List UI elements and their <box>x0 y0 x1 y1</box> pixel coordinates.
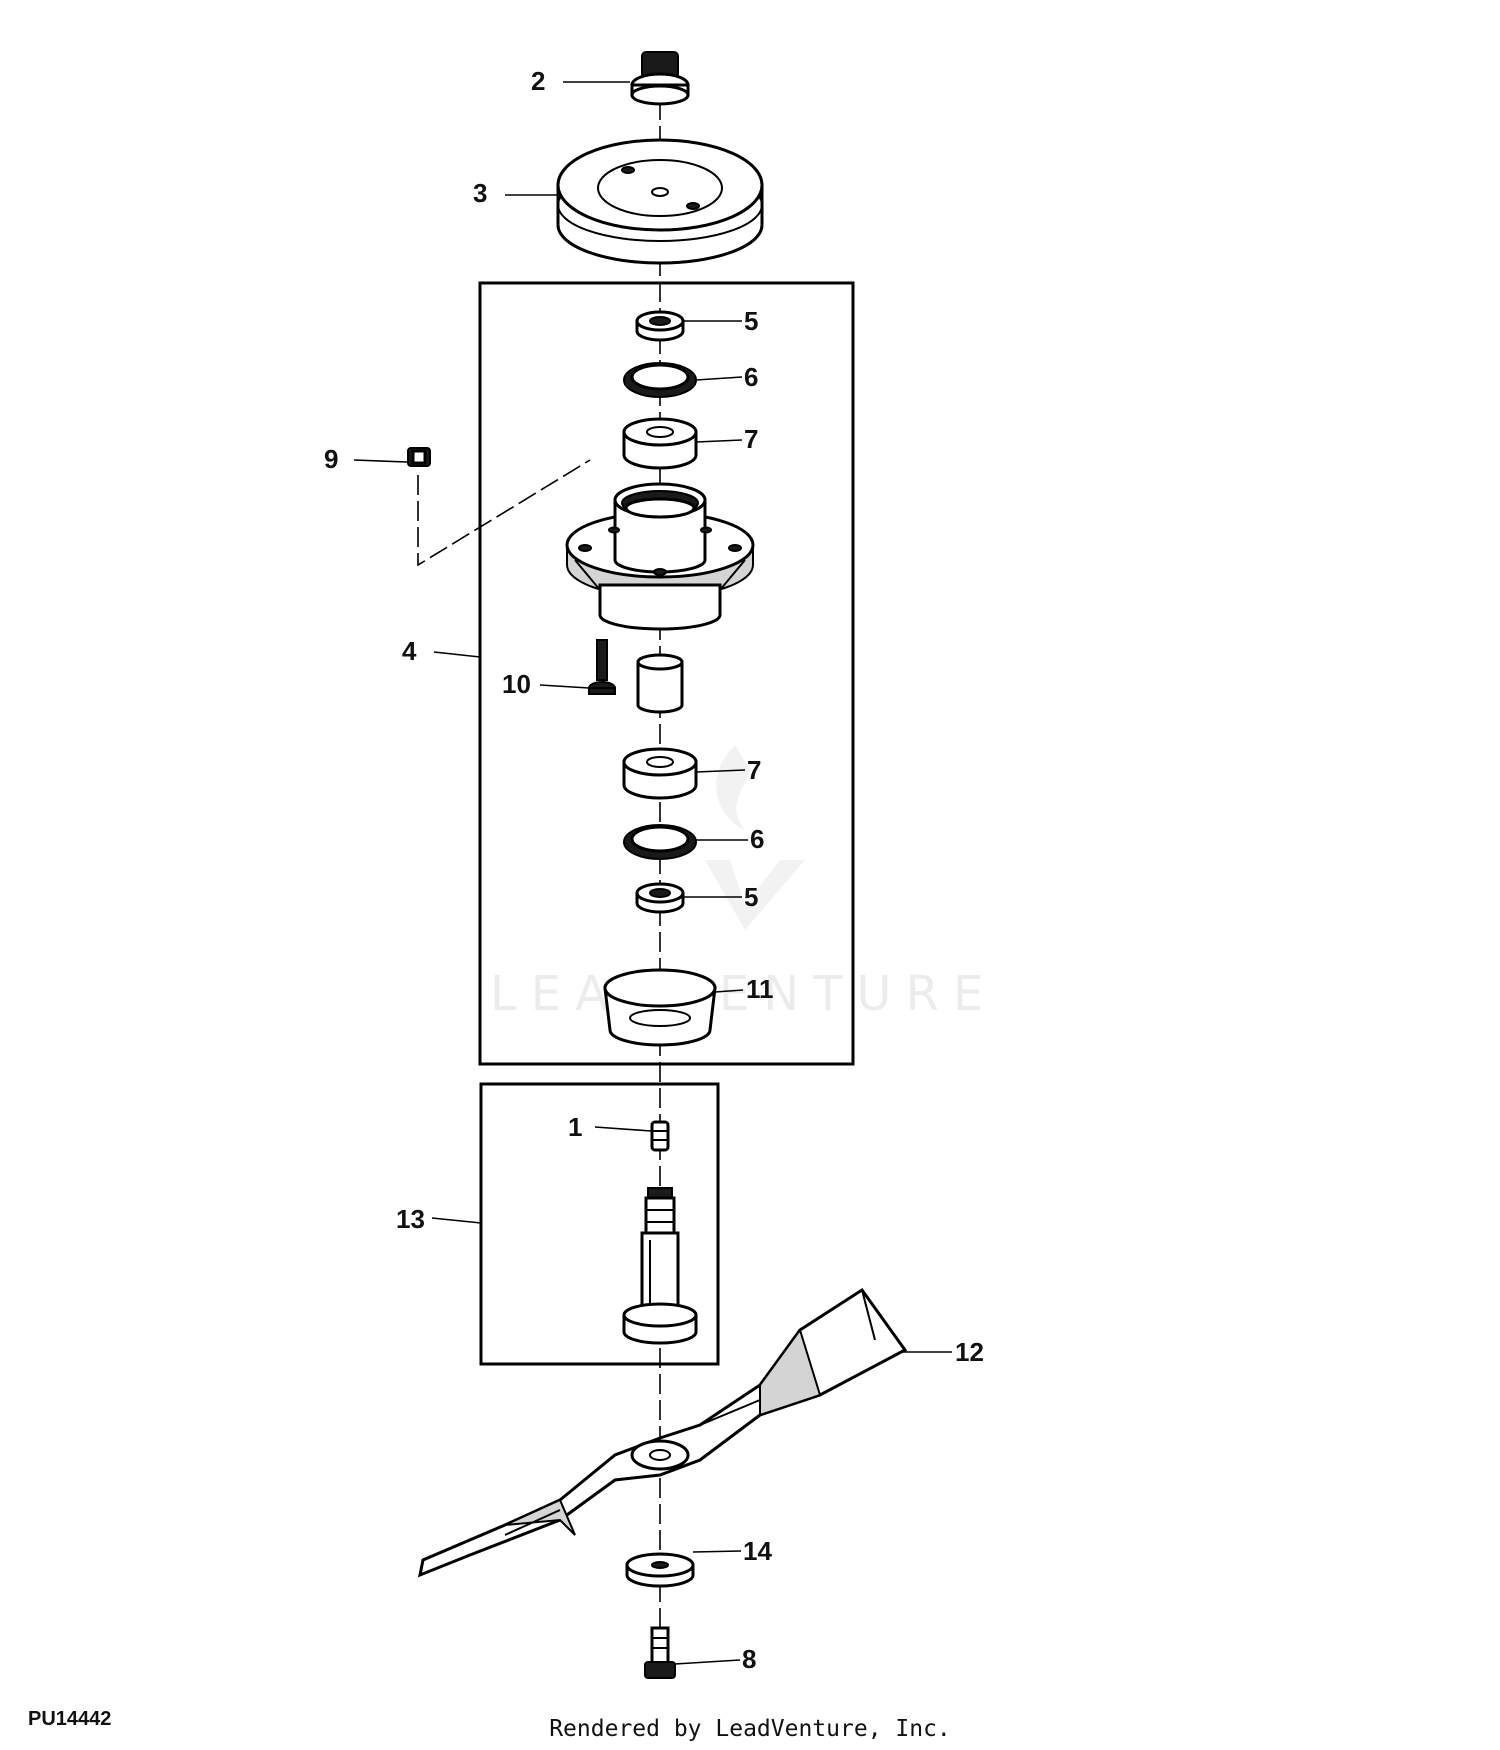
figure-id-label: PU14442 <box>28 1708 112 1730</box>
assembly-axis <box>417 100 661 1665</box>
seal-upper-part <box>623 362 697 398</box>
callout-9: 9 <box>324 444 338 474</box>
callout-1: 1 <box>568 1112 582 1142</box>
callout-6-lower: 6 <box>750 824 764 854</box>
spindle-shaft-part <box>622 1187 698 1345</box>
spindle-housing-part <box>565 482 755 631</box>
washer-part <box>625 1552 695 1588</box>
callout-13: 13 <box>396 1204 425 1234</box>
callout-7-upper: 7 <box>744 424 758 454</box>
small-nut-part <box>407 447 431 467</box>
callout-11: 11 <box>746 974 774 1004</box>
callout-4: 4 <box>402 636 417 666</box>
spacer-upper-part <box>622 417 698 470</box>
seal-lower-part <box>623 824 697 860</box>
sleeve-part <box>636 653 684 714</box>
cup-part <box>603 968 717 1047</box>
bearing-lower-part <box>635 882 685 914</box>
mower-blade-part <box>417 1287 908 1578</box>
spindle-assembly-box <box>478 281 855 1066</box>
callouts: 2 3 5 6 7 9 4 10 7 6 5 11 1 13 12 14 8 <box>324 66 984 1674</box>
shaft-kit-box <box>479 1082 720 1366</box>
blade-bolt-part <box>644 1626 676 1679</box>
nut-part <box>630 51 690 106</box>
callout-2: 2 <box>531 66 545 96</box>
watermark-text: LEADVENTURE <box>490 966 997 1022</box>
rendered-by-credit: Rendered by LeadVenture, Inc. <box>549 1716 951 1742</box>
grease-fitting-part <box>650 1120 670 1152</box>
callout-10: 10 <box>502 669 531 699</box>
callout-7-lower: 7 <box>747 755 761 785</box>
bolt-part <box>588 639 616 695</box>
callout-6-upper: 6 <box>744 362 758 392</box>
watermark: LEADVENTURE <box>490 745 997 1022</box>
callout-8: 8 <box>742 1644 756 1674</box>
spacer-lower-part <box>622 747 698 800</box>
bearing-upper-part <box>635 310 685 342</box>
callout-5-upper: 5 <box>744 306 758 336</box>
callout-3: 3 <box>473 178 487 208</box>
callout-5-lower: 5 <box>744 882 758 912</box>
callout-14: 14 <box>743 1536 772 1566</box>
callout-12: 12 <box>955 1337 984 1367</box>
leader-lines <box>353 81 952 1665</box>
pulley-part <box>556 138 764 265</box>
